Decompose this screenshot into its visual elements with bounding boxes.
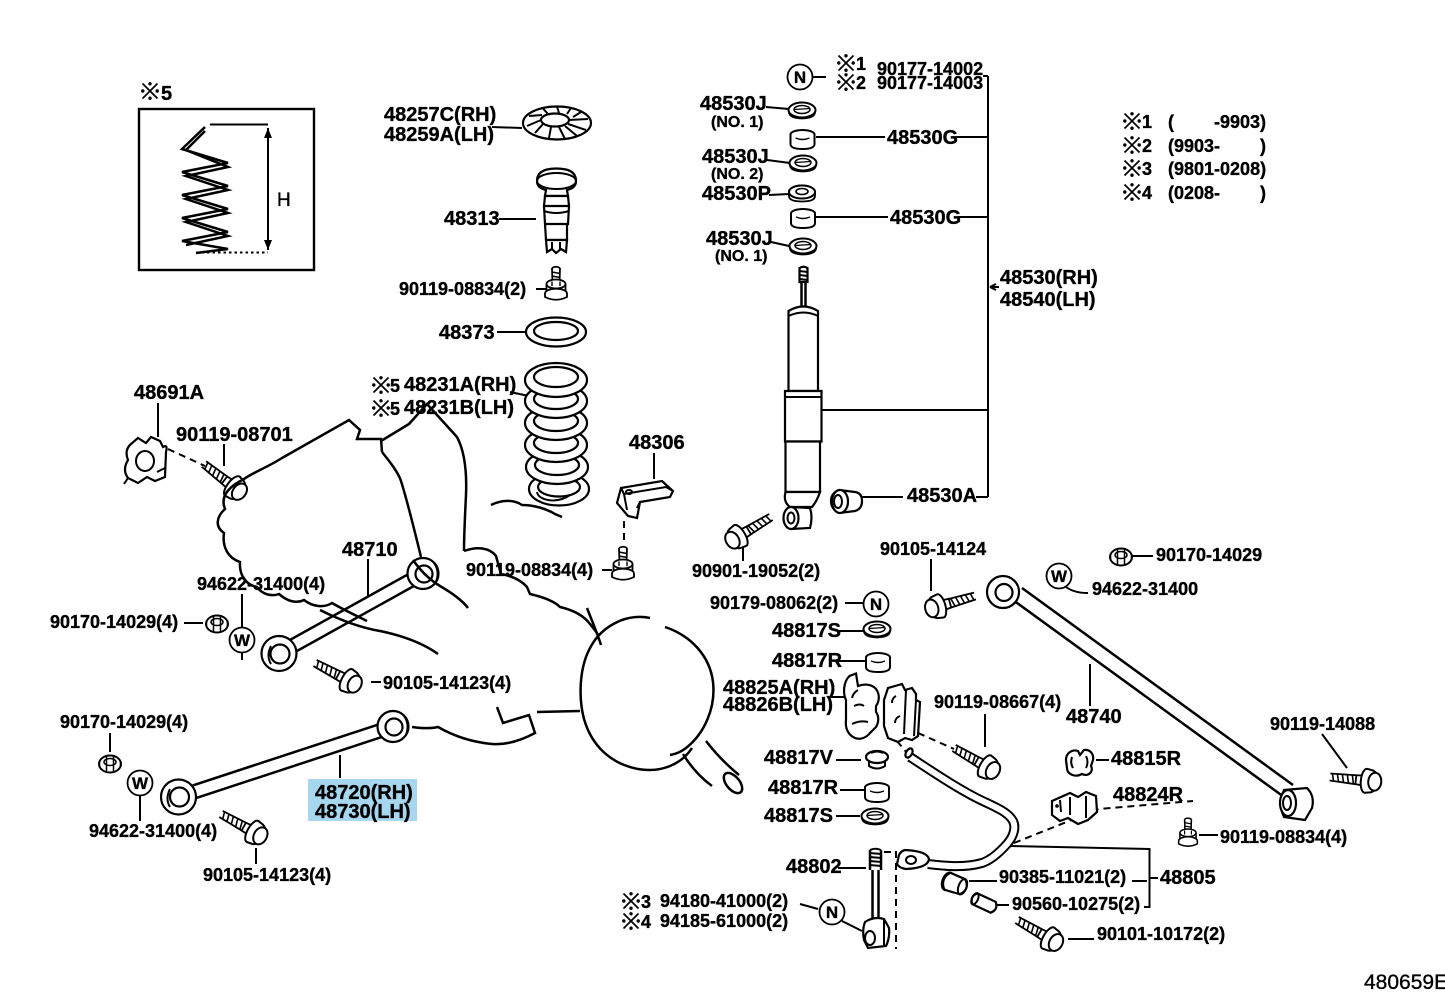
svg-text:90119-08834(4): 90119-08834(4): [466, 560, 593, 580]
svg-text:(NO. 1): (NO. 1): [711, 114, 763, 131]
svg-text:90179-08062(2): 90179-08062(2): [710, 593, 838, 613]
svg-text:90119-08667(4): 90119-08667(4): [934, 692, 1061, 712]
svg-text:90560-10275(2): 90560-10275(2): [1012, 894, 1140, 914]
svg-text:48817S: 48817S: [772, 620, 841, 642]
svg-text:1: 1: [856, 54, 866, 74]
svg-text:48530P: 48530P: [702, 183, 771, 205]
svg-text:90385-11021(2): 90385-11021(2): [999, 867, 1126, 887]
svg-text:(9903- ): (9903- ): [1168, 136, 1266, 156]
svg-text:90119-08701: 90119-08701: [176, 424, 293, 446]
svg-text:48259A(LH): 48259A(LH): [384, 124, 494, 146]
svg-text:48540(LH): 48540(LH): [1000, 289, 1096, 311]
svg-text:48530J: 48530J: [700, 93, 767, 115]
svg-text:(0208- ): (0208- ): [1168, 183, 1266, 203]
svg-text:48720(RH): 48720(RH): [315, 782, 413, 804]
svg-text:94622-31400: 94622-31400: [1092, 579, 1198, 599]
svg-text:48740: 48740: [1066, 706, 1122, 728]
svg-text:48817S: 48817S: [764, 805, 833, 827]
svg-text:48691A: 48691A: [134, 382, 204, 404]
svg-text:90901-19052(2): 90901-19052(2): [692, 561, 820, 581]
svg-text:H: H: [277, 190, 291, 211]
svg-text:48530J: 48530J: [706, 228, 773, 250]
svg-text:48817V: 48817V: [764, 747, 834, 769]
svg-text:48805: 48805: [1160, 867, 1216, 889]
svg-text:48373: 48373: [439, 322, 495, 344]
svg-text:90170-14029: 90170-14029: [1156, 545, 1262, 565]
svg-text:48530G: 48530G: [890, 207, 961, 229]
svg-text:94622-31400(4): 94622-31400(4): [89, 821, 217, 841]
svg-text:4: 4: [1142, 183, 1152, 203]
svg-text:3: 3: [641, 892, 651, 912]
svg-text:(9801-0208): (9801-0208): [1168, 159, 1266, 179]
svg-text:48802: 48802: [786, 856, 842, 878]
svg-text:94180-41000(2): 94180-41000(2): [660, 891, 788, 911]
svg-text:90105-14123(4): 90105-14123(4): [383, 673, 511, 693]
svg-text:2: 2: [856, 73, 866, 93]
svg-text:90177-14002: 90177-14002: [877, 59, 983, 79]
svg-text:1: 1: [1142, 112, 1152, 132]
svg-text:48710: 48710: [342, 539, 398, 561]
svg-text:48826B(LH): 48826B(LH): [723, 694, 833, 716]
svg-text:90105-14123(4): 90105-14123(4): [203, 865, 331, 885]
svg-text:5: 5: [390, 376, 400, 396]
svg-text:48817R: 48817R: [768, 777, 839, 799]
svg-text:48530G: 48530G: [887, 127, 958, 149]
svg-text:48824R: 48824R: [1113, 784, 1184, 806]
svg-text:48313: 48313: [444, 208, 500, 230]
svg-text:48257C(RH): 48257C(RH): [384, 104, 496, 126]
svg-text:48306: 48306: [629, 432, 685, 454]
svg-text:48825A(RH): 48825A(RH): [723, 677, 835, 699]
svg-text:48815R: 48815R: [1111, 748, 1182, 770]
svg-text:( -9903): ( -9903): [1168, 112, 1266, 132]
svg-text:94185-61000(2): 94185-61000(2): [660, 911, 788, 931]
svg-text:90170-14029(4): 90170-14029(4): [50, 612, 178, 632]
svg-text:48530(RH): 48530(RH): [1000, 267, 1098, 289]
svg-text:48817R: 48817R: [772, 650, 843, 672]
svg-text:3: 3: [1142, 159, 1152, 179]
svg-text:90105-14124: 90105-14124: [880, 539, 986, 559]
svg-text:5: 5: [390, 399, 400, 419]
svg-text:2: 2: [1142, 136, 1152, 156]
svg-text:48530A: 48530A: [907, 485, 977, 507]
svg-text:90101-10172(2): 90101-10172(2): [1097, 924, 1225, 944]
svg-text:90177-14003: 90177-14003: [877, 73, 983, 93]
svg-text:48730(LH): 48730(LH): [315, 801, 411, 823]
svg-text:480659E: 480659E: [1364, 971, 1445, 994]
svg-text:90119-14088: 90119-14088: [1270, 714, 1375, 734]
svg-text:5: 5: [161, 83, 172, 105]
svg-text:(NO. 2): (NO. 2): [711, 166, 763, 183]
svg-text:48530J: 48530J: [702, 146, 769, 168]
svg-text:4: 4: [641, 912, 651, 932]
svg-text:90119-08834(2): 90119-08834(2): [399, 279, 526, 299]
svg-text:90170-14029(4): 90170-14029(4): [60, 712, 188, 732]
svg-text:90119-08834(4): 90119-08834(4): [1220, 827, 1347, 847]
svg-text:48231A(RH): 48231A(RH): [404, 374, 516, 396]
svg-text:(NO. 1): (NO. 1): [715, 248, 767, 265]
svg-text:94622-31400(4): 94622-31400(4): [197, 574, 325, 594]
svg-text:48231B(LH): 48231B(LH): [404, 397, 514, 419]
